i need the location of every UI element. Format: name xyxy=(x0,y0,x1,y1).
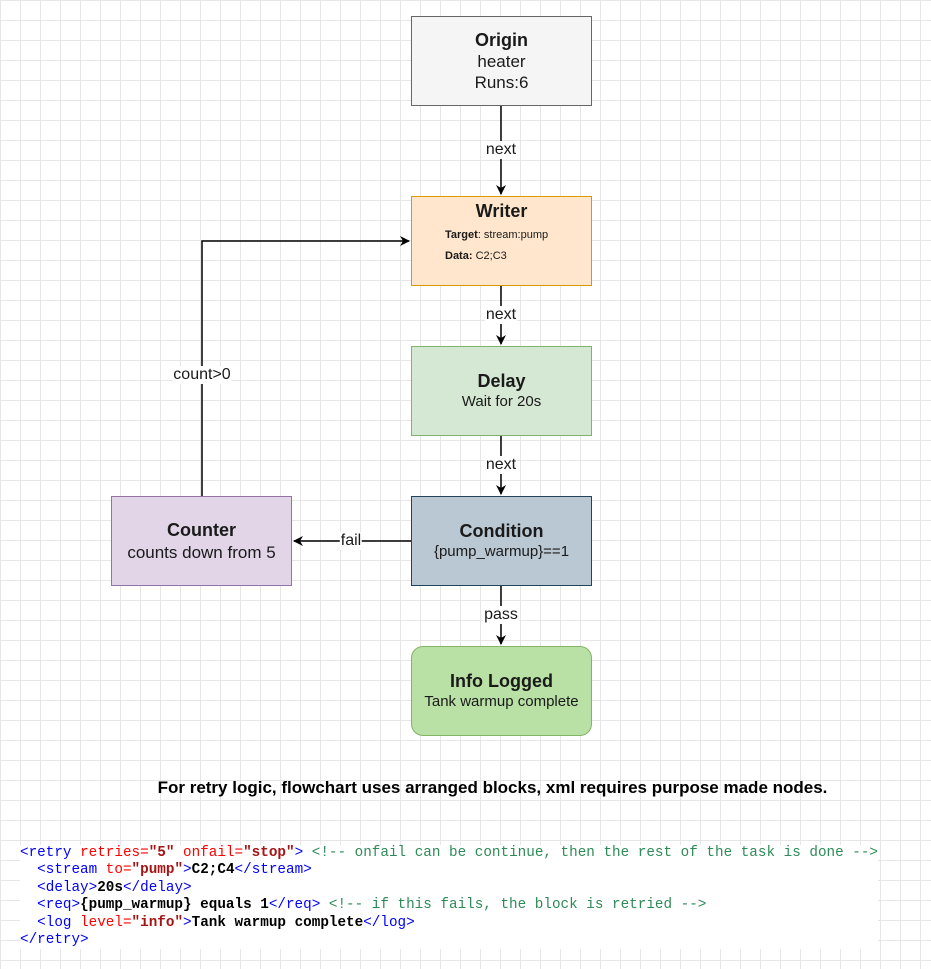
code-l2-open: <stream xyxy=(20,862,98,879)
node-delay-line1: Wait for 20s xyxy=(461,392,542,410)
code-l2-gt: > xyxy=(183,862,192,879)
caption: For retry logic, flowchart uses arranged… xyxy=(157,778,828,797)
code-l4-comment: <!-- if this fails, the block is retried… xyxy=(320,897,707,914)
code-l3-text: 20s xyxy=(97,879,123,896)
node-writer-title: Writer xyxy=(475,201,528,221)
code-l5-open: <log xyxy=(20,914,72,931)
node-writer[interactable]: Writer Target: stream:pump Data: C2;C3 xyxy=(411,196,592,286)
edge-label-fail: fail xyxy=(339,532,363,550)
edge-label-next-2: next xyxy=(484,306,518,324)
node-counter-line1: counts down from 5 xyxy=(127,542,276,562)
node-condition-title: Condition xyxy=(459,521,544,542)
node-origin-title: Origin xyxy=(475,29,528,50)
xml-code-block: <retry retries="5" onfail="stop"> <!-- o… xyxy=(20,845,879,950)
code-l1-val1: "5" xyxy=(148,845,175,861)
node-origin[interactable]: Origin heater Runs:6 xyxy=(411,16,592,106)
code-l3-open: <delay> xyxy=(20,879,98,896)
node-info-logged[interactable]: Info Logged Tank warmup complete xyxy=(411,646,592,736)
node-counter-title: Counter xyxy=(167,520,236,541)
code-l2-text: C2;C4 xyxy=(191,862,235,879)
code-l1-attr2: onfail= xyxy=(174,845,244,861)
code-l3-close: </delay> xyxy=(122,879,192,896)
edge-label-next-3: next xyxy=(484,456,518,474)
edge-label-count: count>0 xyxy=(172,366,232,384)
node-origin-line1: heater xyxy=(477,52,526,71)
code-l5-attr: level= xyxy=(71,914,132,931)
node-writer-data: Data: C2;C3 xyxy=(445,250,507,264)
code-l1-comment: <!-- onfail can be continue, then the re… xyxy=(303,845,879,861)
code-l5-close: </log> xyxy=(363,914,415,931)
node-delay-title: Delay xyxy=(477,371,526,392)
code-l2-close: </stream> xyxy=(234,862,312,879)
node-info-line1: Tank warmup complete xyxy=(424,692,579,710)
code-l1-close: > xyxy=(294,845,304,861)
node-writer-target-key: Target xyxy=(445,228,478,241)
edge-label-pass: pass xyxy=(483,606,519,624)
node-delay[interactable]: Delay Wait for 20s xyxy=(411,346,592,436)
node-condition-line1: {pump_warmup}==1 xyxy=(433,542,570,560)
node-counter[interactable]: Counter counts down from 5 xyxy=(111,496,292,586)
node-writer-data-key: Data: xyxy=(445,250,473,263)
code-l1-val2: "stop" xyxy=(243,845,295,861)
code-l1-open: <retry xyxy=(20,845,72,861)
edge-counter-writer xyxy=(201,236,410,496)
code-l4-close: </req> xyxy=(268,897,321,914)
node-writer-target-value: : stream:pump xyxy=(477,228,549,241)
node-origin-line2: Runs:6 xyxy=(474,73,529,93)
code-l2-attr: to= xyxy=(97,862,132,879)
code-l4-text: {pump_warmup} equals 1 xyxy=(80,897,269,914)
code-l5-val: "info" xyxy=(131,914,184,931)
code-l5-text: Tank warmup complete xyxy=(191,914,364,931)
node-writer-target: Target: stream:pump xyxy=(445,229,548,243)
code-l2-val: "pump" xyxy=(131,862,184,879)
node-condition[interactable]: Condition {pump_warmup}==1 xyxy=(411,496,592,586)
code-l6-close: </retry> xyxy=(20,932,89,949)
node-writer-data-value: C2;C3 xyxy=(472,250,507,263)
code-l1-attr1: retries= xyxy=(71,845,149,861)
edge-label-next-1: next xyxy=(484,141,518,159)
node-info-title: Info Logged xyxy=(450,671,553,692)
code-l5-gt: > xyxy=(183,914,192,931)
code-l4-open: <req> xyxy=(20,897,81,914)
